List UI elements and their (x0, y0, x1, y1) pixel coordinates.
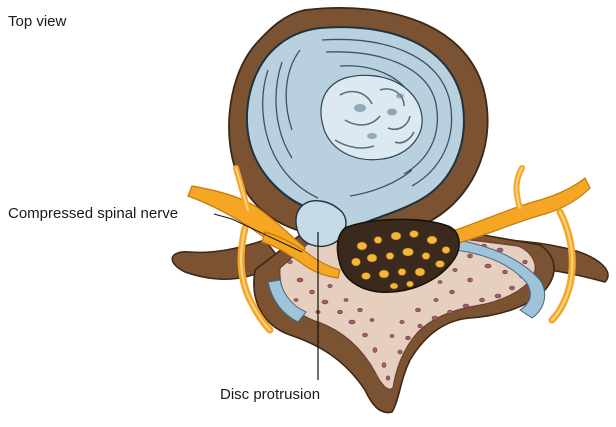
vertebra-illustration (0, 0, 616, 427)
